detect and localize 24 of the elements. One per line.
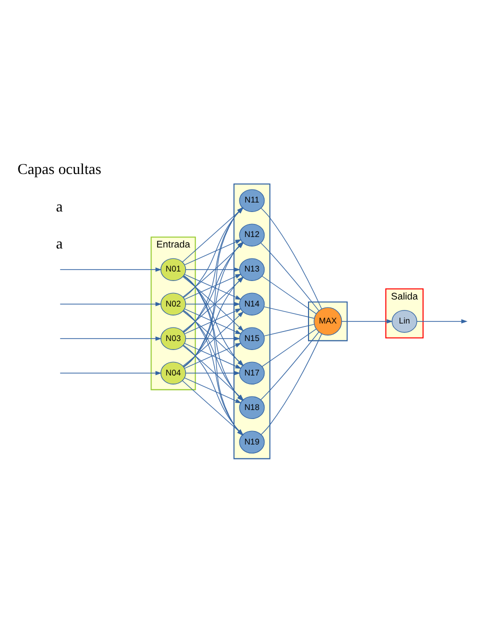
connector — [261, 275, 316, 314]
arrow — [340, 318, 392, 324]
connector — [260, 242, 319, 311]
label: Capas ocultas — [16, 160, 101, 178]
connector — [260, 332, 322, 434]
connector — [263, 323, 314, 336]
connector — [261, 328, 316, 366]
arrow — [184, 377, 242, 403]
connector — [260, 207, 322, 309]
cluster — [308, 301, 348, 341]
label: a — [56, 235, 62, 252]
arrow — [59, 336, 162, 340]
arrow — [59, 370, 162, 375]
arrow — [184, 336, 240, 340]
label: a — [56, 198, 62, 215]
arrow — [59, 266, 162, 272]
arrow — [59, 301, 162, 306]
connector — [260, 331, 319, 400]
arrow — [184, 301, 240, 306]
arrow — [184, 238, 242, 265]
arrow — [416, 318, 467, 324]
arrow — [184, 266, 240, 272]
arrow — [184, 370, 240, 375]
connector — [263, 306, 314, 318]
